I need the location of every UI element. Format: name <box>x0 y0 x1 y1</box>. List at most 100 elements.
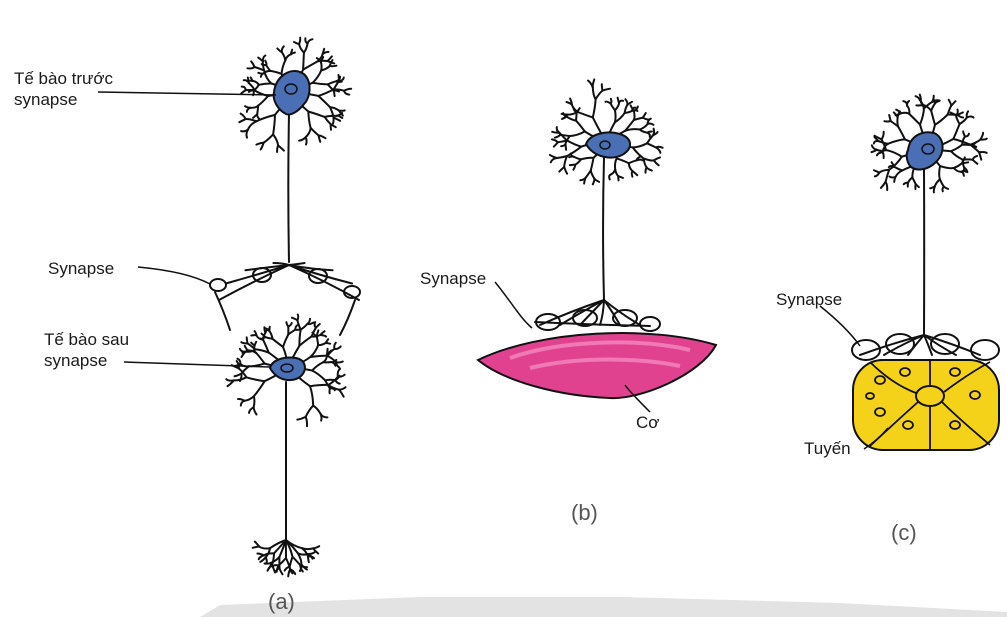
dendrite-b <box>640 130 648 133</box>
dendrite-b <box>559 167 564 172</box>
axon-terminal-post-a <box>293 557 301 565</box>
dendrite-pre-a <box>323 52 329 54</box>
dendrite-b <box>564 167 567 174</box>
dendrite-post-a <box>283 335 288 347</box>
dendrite-pre-a <box>265 61 266 65</box>
dendrite-b <box>593 79 595 87</box>
dendrite-b <box>634 111 635 120</box>
synaptic-knob <box>931 334 959 354</box>
caption-c: (c) <box>891 520 917 546</box>
dendrite-post-a <box>312 362 323 370</box>
dendrite-c <box>935 115 948 125</box>
dendrite-c <box>886 150 902 157</box>
dendrite-pre-a <box>253 81 259 85</box>
pointer-synapse-b <box>495 282 532 328</box>
dendrite-pre-a <box>259 83 272 84</box>
dendrite-pre-a <box>308 39 313 43</box>
gland <box>853 360 999 450</box>
dendrite-post-a <box>255 342 257 346</box>
muscle-fiber <box>478 333 716 398</box>
synapse-label-a: Synapse <box>48 258 114 279</box>
dendrite-c <box>896 171 903 177</box>
dendrite-pre-a <box>330 66 337 67</box>
dendrite-c <box>889 115 891 121</box>
dendrite-post-a <box>288 323 292 327</box>
axon-terminal-post-a <box>268 565 273 570</box>
dendrite-pre-a <box>344 89 351 91</box>
dendrite-b <box>574 157 581 159</box>
synapse-label-b: Synapse <box>420 268 486 289</box>
dendrite-b <box>619 101 623 104</box>
dendrite-pre-a <box>313 83 328 85</box>
dendrite-post-a <box>245 346 248 351</box>
dendrite-b <box>654 160 659 165</box>
axon-terminal-post-a <box>255 542 259 547</box>
dendrite-b <box>615 158 617 169</box>
dendrite-b <box>615 103 619 110</box>
dendrite-post-a <box>310 386 313 405</box>
dendrite-c <box>890 177 896 178</box>
dendrite-pre-a <box>318 96 330 107</box>
dendrite-pre-a <box>282 60 286 73</box>
dendrite-c <box>981 139 987 140</box>
dendrite-c <box>951 151 963 159</box>
dendrite-pre-a <box>311 128 319 135</box>
dendrite-pre-a <box>336 81 341 82</box>
dendrite-pre-a <box>253 114 257 118</box>
dendrite-post-a <box>306 417 307 426</box>
dendrite-post-a <box>249 407 254 413</box>
dendrite-pre-a <box>250 106 258 108</box>
dendrite-b <box>593 87 596 99</box>
dendrite-pre-a <box>245 106 250 108</box>
dendrite-c <box>874 170 879 172</box>
dendrite-post-a <box>310 385 328 386</box>
dendrite-c <box>877 150 887 151</box>
dendrite-pre-a <box>328 81 337 84</box>
dendrite-post-a <box>316 324 320 328</box>
dendrite-pre-a <box>258 73 263 74</box>
dendrite-pre-a <box>254 85 259 91</box>
dendrite-b <box>561 135 570 136</box>
dendrite-post-a <box>306 406 314 417</box>
dendrite-b <box>629 160 637 163</box>
dendrite-c <box>957 115 963 118</box>
pre-synaptic-cell-label: Tế bào trước synapse <box>14 68 113 110</box>
dendrite-b <box>552 139 558 142</box>
dendrite-b <box>578 112 593 117</box>
dendrite-pre-a <box>273 115 275 134</box>
dendrite-b <box>645 167 646 172</box>
dendrite-post-a <box>299 330 300 346</box>
soma-b <box>586 132 630 157</box>
pointer-synapse-c <box>820 306 860 346</box>
dendrite-b <box>633 143 647 147</box>
axon-terminal-a <box>340 300 355 335</box>
dendrite-pre-a <box>248 67 255 69</box>
dendrite-post-a <box>313 406 321 414</box>
dendrite-pre-a <box>306 128 311 137</box>
axon-terminal-post-a <box>260 558 266 562</box>
dendrite-pre-a <box>248 121 257 129</box>
dendrite-post-a <box>321 414 322 421</box>
dendrite-post-a <box>328 356 336 362</box>
dendrite-post-a <box>240 349 246 352</box>
dendrite-b <box>562 114 568 115</box>
dendrite-pre-a <box>239 119 245 122</box>
pointer-synapse-a <box>138 267 210 284</box>
dendrite-pre-a <box>325 117 331 125</box>
dendrite-c <box>898 127 905 140</box>
dendrite-pre-a <box>278 145 284 150</box>
dendrite-post-a <box>254 396 255 407</box>
dendrite-c <box>961 172 964 176</box>
dendrite-c <box>908 177 912 182</box>
dendrite-pre-a <box>299 38 300 45</box>
dendrite-pre-a <box>270 71 281 74</box>
dendrite-post-a <box>273 339 284 347</box>
dendrite-pre-a <box>321 62 322 71</box>
dendrite-post-a <box>298 321 301 330</box>
dendrite-c <box>956 110 958 115</box>
dendrite-post-a <box>317 336 318 345</box>
dendrite-b <box>611 99 612 104</box>
dendrite-c <box>888 139 905 143</box>
dendrite-post-a <box>335 380 340 384</box>
dendrite-pre-a <box>273 134 278 145</box>
